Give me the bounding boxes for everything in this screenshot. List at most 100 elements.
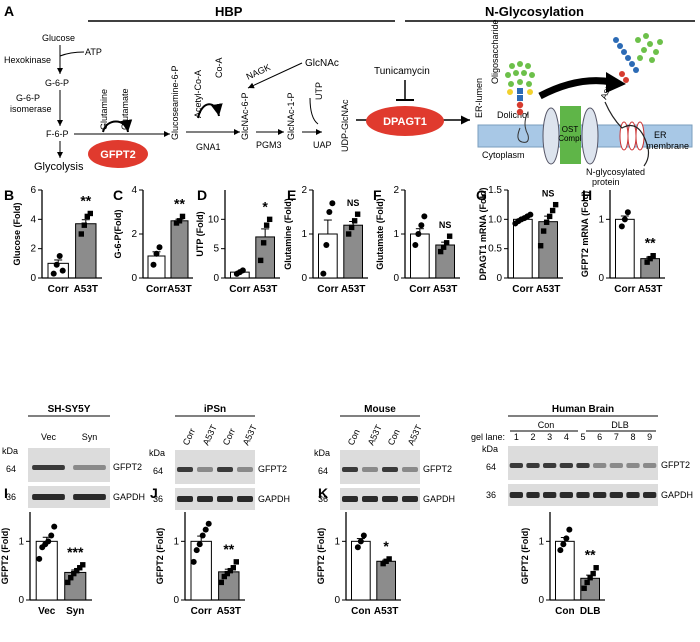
transfer-arrow <box>538 77 613 100</box>
lane-label: Vec <box>41 432 57 442</box>
glyco-title: N-Glycosylation <box>485 4 584 19</box>
data-point <box>647 255 653 262</box>
glycan-green-unit <box>647 41 653 47</box>
data-point <box>584 579 590 586</box>
glutamine-label: Glutamine <box>99 89 109 130</box>
data-point <box>221 573 227 580</box>
glycan-green-unit <box>653 49 659 55</box>
blot-title: iPSn <box>204 404 226 415</box>
band-gfpt2 <box>576 463 590 468</box>
data-point <box>563 535 570 542</box>
kda-label: kDa <box>314 448 330 458</box>
glycan-green-unit <box>525 63 531 69</box>
glycan-green-unit <box>513 70 519 76</box>
glycan-green-unit <box>637 55 643 61</box>
x-tick-label: Corr <box>409 284 430 295</box>
x-tick-label: Con <box>351 606 370 617</box>
data-point <box>65 579 71 586</box>
band-gfpt2 <box>593 463 607 468</box>
data-point <box>51 523 58 530</box>
band-gapdh <box>342 496 358 502</box>
lane-label: 3 <box>547 432 552 442</box>
f6p-label: F-6-P <box>46 129 69 139</box>
band-gfpt2 <box>362 467 378 472</box>
data-point <box>581 585 587 591</box>
ost-complex <box>560 106 581 164</box>
data-point <box>566 526 573 533</box>
bar-con <box>351 540 371 601</box>
data-point <box>233 559 239 565</box>
y-axis-label: Glutamine (Fold) <box>283 198 293 270</box>
lane-label: 6 <box>597 432 602 442</box>
er-membrane-label-2: membrane <box>646 141 689 151</box>
panel-letter-a: A <box>4 3 14 19</box>
y-tick-label: 2 <box>393 185 399 196</box>
data-point <box>202 526 209 533</box>
y-tick-label: 1.0 <box>488 214 502 225</box>
glycan-yellow-unit <box>527 89 533 95</box>
band-gfpt2 <box>382 467 398 472</box>
glycan-blue-unit <box>621 49 627 55</box>
y-tick-label: 1.5 <box>488 185 502 196</box>
data-point <box>412 242 419 248</box>
hbp-title: HBP <box>215 4 243 19</box>
blot-membrane-gapdh <box>28 486 110 508</box>
gfpt2-label: GFPT2 <box>100 149 135 161</box>
y-tick-label: 0 <box>334 595 340 606</box>
kda-label: kDa <box>482 444 498 454</box>
mw-36-label: 36 <box>153 494 163 504</box>
data-point <box>87 210 93 217</box>
band-label-gfpt2: GFPT2 <box>113 462 142 472</box>
oligosaccharide-label: Oligosaccharide <box>490 19 500 84</box>
data-point <box>48 532 55 539</box>
glcnac1p-label: GlcNAc-1-P <box>286 92 296 140</box>
coa-label: Co-A <box>214 57 224 78</box>
band-gfpt2 <box>342 467 358 472</box>
glycan-green-unit <box>505 72 511 78</box>
lane-label: 7 <box>614 432 619 442</box>
band-gfpt2 <box>643 463 657 468</box>
data-point <box>621 216 628 223</box>
significance-label: NS <box>347 198 360 208</box>
x-tick-label: Vec <box>38 606 56 617</box>
data-point <box>527 211 534 218</box>
panel-letter-h: H <box>582 187 592 203</box>
data-point <box>437 248 444 255</box>
glcnac6p-label: GlcNAc-6-P <box>240 92 250 140</box>
glycolysis-label: Glycolysis <box>34 161 84 173</box>
glycan-green-unit <box>529 72 535 78</box>
y-axis-label: UTP (Fold) <box>195 211 205 256</box>
band-gfpt2 <box>237 467 253 472</box>
y-axis-label: GFPT2 (Fold) <box>520 528 530 585</box>
panel-letter-d: D <box>197 187 207 203</box>
mw-64-label: 64 <box>486 462 496 472</box>
data-point <box>77 565 83 571</box>
data-point <box>383 558 389 564</box>
bar-syn <box>64 571 87 601</box>
x-tick-label: Con <box>555 606 574 617</box>
mw-64-label: 64 <box>6 464 16 474</box>
glutamate-label: Glutamate <box>120 88 130 130</box>
x-tick-label: Corr <box>317 284 338 295</box>
y-tick-label: 0 <box>213 273 219 284</box>
glycan-green-unit <box>641 47 647 53</box>
data-point <box>266 216 273 223</box>
y-tick-label: 0 <box>131 273 137 284</box>
data-point <box>560 541 567 548</box>
lane-label: A53T <box>406 423 424 447</box>
dolichol-label: Dolichol <box>497 110 529 120</box>
glycan-green-unit <box>643 33 649 39</box>
oligosaccharide-left <box>505 61 535 116</box>
band-label-gfpt2: GFPT2 <box>423 464 452 474</box>
band-gfpt2 <box>73 465 106 470</box>
y-tick-label: 0 <box>173 595 179 606</box>
band-gfpt2 <box>509 463 523 468</box>
glycan-blue-unit <box>517 95 523 101</box>
x-tick-label: A53T <box>374 606 398 617</box>
ost-subunit-1 <box>542 107 560 165</box>
lane-label: 8 <box>630 432 635 442</box>
data-point <box>68 575 74 581</box>
band-label-gfpt2: GFPT2 <box>258 464 287 474</box>
